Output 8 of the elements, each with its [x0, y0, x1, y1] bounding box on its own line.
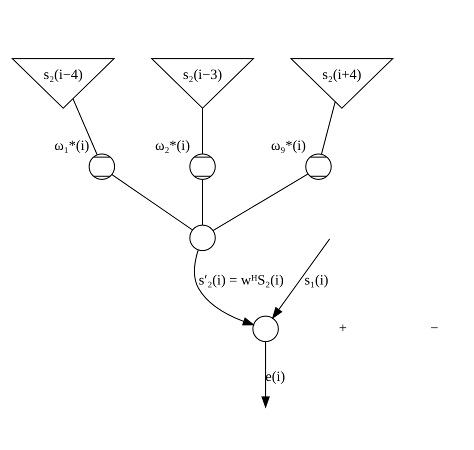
node-label: ω₁*(i): [54, 138, 90, 154]
node-label: ω₂*(i): [155, 138, 190, 154]
edge-label: s₁(i): [304, 272, 328, 288]
label: −: [430, 320, 438, 337]
edge-label: s′₂(i) = wᴴS₂(i): [198, 272, 284, 288]
node-label: ω₉*(i): [271, 138, 306, 154]
edge-label: e(i): [265, 368, 286, 385]
label: +: [338, 320, 347, 337]
